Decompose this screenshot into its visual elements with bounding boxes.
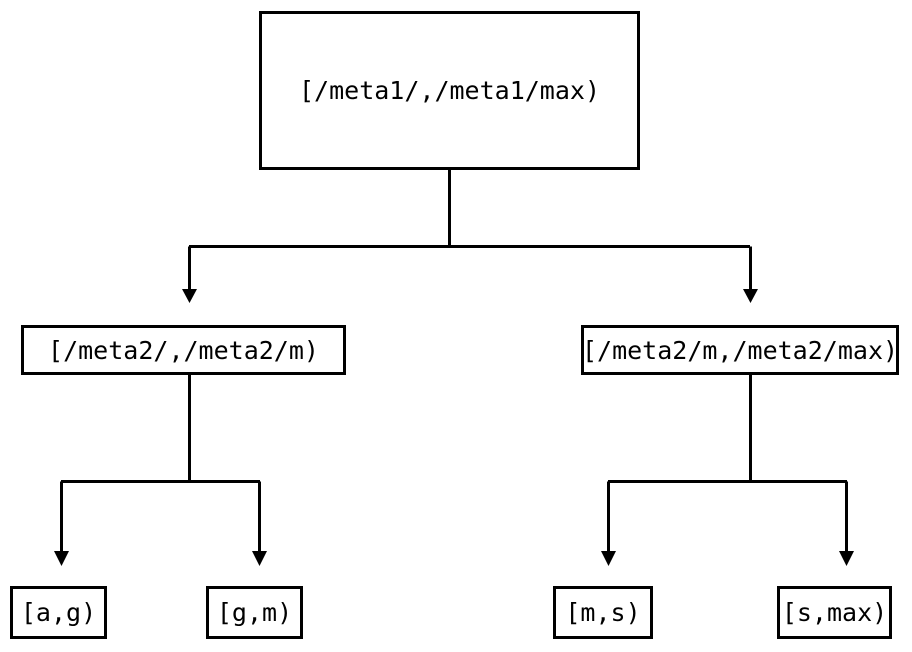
arrowhead-mid-left-to-leaf-ag xyxy=(54,551,69,566)
tree-node-mid-left-label: [/meta2/,/meta2/m) xyxy=(48,335,319,365)
tree-node-mid-left[interactable]: [/meta2/,/meta2/m) xyxy=(21,325,346,375)
tree-node-leaf-ms-label: [m,s) xyxy=(565,598,641,627)
tree-node-leaf-smax-label: [s,max) xyxy=(781,598,888,627)
tree-node-leaf-ms[interactable]: [m,s) xyxy=(553,586,653,639)
arrowhead-root-to-mid-left xyxy=(182,289,197,303)
arrowhead-mid-left-to-leaf-gm xyxy=(252,551,267,566)
tree-node-leaf-ag-label: [a,g) xyxy=(20,598,97,627)
arrowhead-mid-right-to-leaf-smax xyxy=(839,551,854,566)
tree-node-mid-right-label: [/meta2/m,/meta2/max) xyxy=(581,335,899,365)
tree-node-mid-right[interactable]: [/meta2/m,/meta2/max) xyxy=(581,325,899,375)
tree-node-leaf-ag[interactable]: [a,g) xyxy=(10,586,107,639)
tree-node-root[interactable]: [/meta1/,/meta1/max) xyxy=(259,11,640,170)
tree-node-leaf-smax[interactable]: [s,max) xyxy=(777,586,892,639)
arrowhead-root-to-mid-right xyxy=(743,289,758,303)
tree-node-leaf-gm-label: [g,m) xyxy=(216,598,293,627)
tree-node-leaf-gm[interactable]: [g,m) xyxy=(206,586,303,639)
tree-node-root-label: [/meta1/,/meta1/max) xyxy=(298,76,601,105)
arrowhead-mid-right-to-leaf-ms xyxy=(601,551,616,566)
